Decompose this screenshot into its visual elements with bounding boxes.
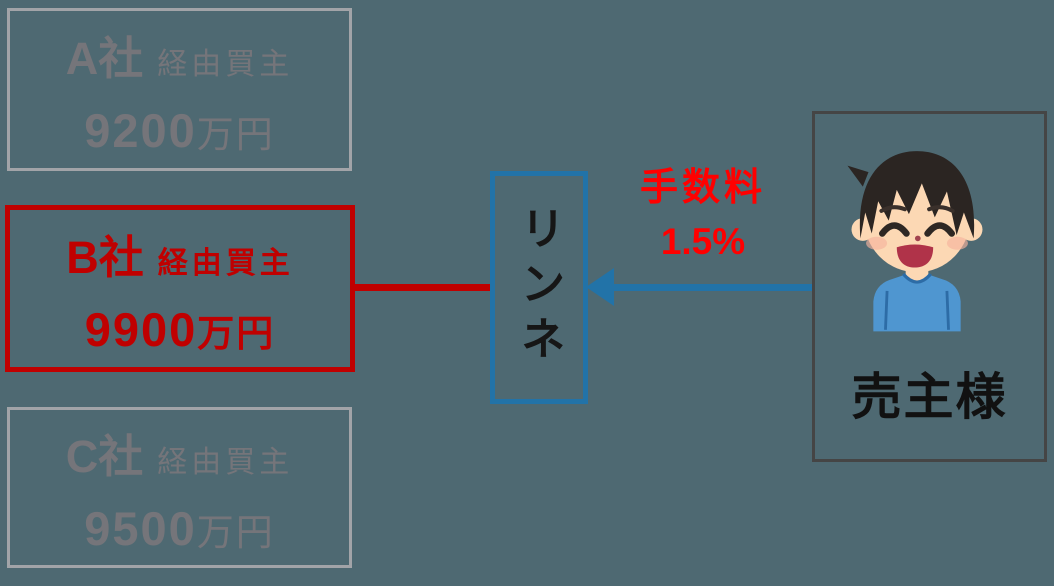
shirt-crease-left — [884, 290, 889, 330]
company-b-box: B社経由買主 9900万円 — [5, 205, 355, 372]
fee-annotation: 手数料 1.5% — [598, 156, 808, 263]
company-a-role: 経由買主 — [157, 47, 294, 81]
mouth — [896, 244, 934, 268]
hair-spike — [847, 165, 869, 187]
seller-box: 売主様 — [812, 111, 1047, 462]
company-a-price-line: 9200万円 — [84, 103, 275, 158]
company-b-price-unit: 万円 — [197, 312, 276, 354]
person-illustration — [847, 151, 983, 332]
company-c-price-unit: 万円 — [196, 511, 275, 553]
company-b-role: 経由買主 — [157, 246, 294, 280]
seller-to-intermediary-arrow-shaft — [610, 284, 815, 291]
shirt-collar — [902, 272, 932, 284]
company-a-name: A社 — [65, 32, 144, 84]
company-b-name: B社 — [66, 231, 144, 283]
company-a-box: A社経由買主 9200万円 — [7, 8, 352, 171]
eyebrow-right — [927, 205, 955, 213]
shirt — [873, 274, 961, 332]
fee-label: 手数料 — [639, 167, 766, 209]
company-a-price-unit: 万円 — [196, 113, 275, 155]
seller-label: 売主様 — [851, 369, 1008, 425]
eye-right — [924, 222, 955, 237]
smiling-man-icon — [847, 151, 983, 332]
shirt-crease-right — [945, 290, 950, 330]
blush-left — [866, 236, 888, 250]
company-a-title: A社経由買主 — [66, 22, 294, 87]
blush-right — [946, 236, 968, 250]
intermediary-label: リンネ — [513, 205, 565, 370]
fee-value: 1.5% — [660, 221, 746, 262]
eyebrow-left — [879, 205, 907, 213]
eye-left — [879, 222, 910, 237]
company-c-role: 経由買主 — [157, 445, 294, 479]
company-b-title: B社経由買主 — [66, 221, 294, 286]
nose — [914, 235, 921, 242]
company-a-price: 9200 — [84, 103, 197, 157]
hair — [859, 151, 975, 239]
company-c-name: C社 — [65, 430, 144, 482]
company-c-price-line: 9500万円 — [84, 501, 275, 556]
company-c-price: 9500 — [84, 501, 197, 555]
company-c-title: C社経由買主 — [66, 420, 294, 485]
intermediary-box: リンネ — [490, 171, 588, 404]
company-b-price-line: 9900万円 — [85, 302, 276, 357]
intermediary-to-company-b-line — [353, 284, 490, 291]
seller-to-intermediary-arrow-head — [586, 268, 614, 306]
company-b-price: 9900 — [84, 302, 198, 356]
company-c-box: C社経由買主 9500万円 — [7, 407, 352, 568]
